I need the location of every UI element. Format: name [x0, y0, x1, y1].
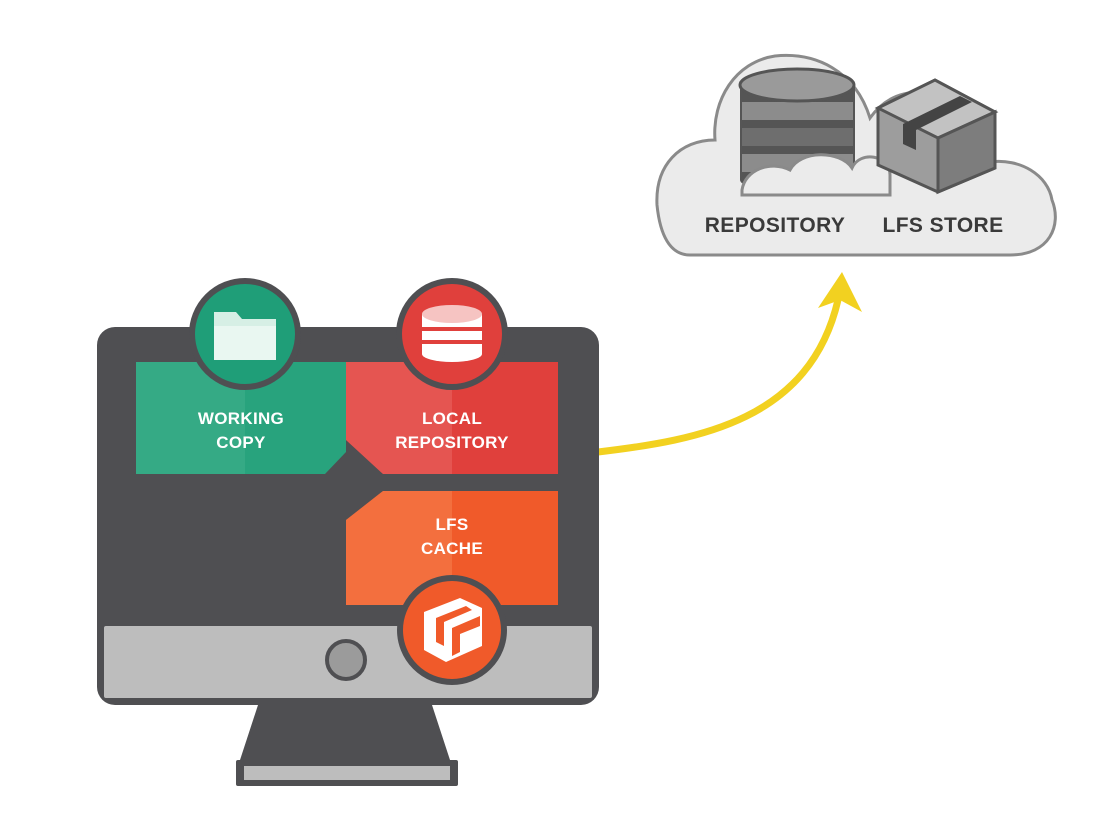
arrow-head [818, 272, 862, 312]
cloud: REPOSITORY LFS STORE [655, 53, 1057, 257]
monitor-stand-neck [240, 705, 450, 760]
cloud-lfs-store-label: LFS STORE [882, 214, 1003, 237]
local-repository-panel: LOCAL REPOSITORY [346, 362, 558, 474]
working-copy-panel: WORKING COPY [136, 362, 346, 474]
local-repository-label-line1: LOCAL [422, 409, 482, 428]
working-copy-label-line1: WORKING [198, 409, 284, 428]
arrow-line [594, 296, 842, 456]
database-icon [422, 305, 482, 362]
local-repository-label-line2: REPOSITORY [395, 433, 509, 452]
working-copy-label-line2: COPY [216, 433, 266, 452]
lfs-cache-badge [397, 575, 507, 685]
working-copy-badge [189, 278, 301, 390]
folder-icon [214, 312, 276, 360]
cloud-repository-label: REPOSITORY [705, 214, 846, 237]
lfs-cache-panel: LFS CACHE [346, 491, 558, 605]
computer-monitor: WORKING COPY LOCAL REPOSITORY LFS CACHE [97, 278, 599, 786]
lfs-box-icon [424, 598, 482, 662]
upload-arrow [594, 272, 862, 456]
monitor-power-button [325, 639, 367, 681]
local-repository-badge [396, 278, 508, 390]
cloud-box-icon [874, 78, 999, 195]
lfs-cache-label-line1: LFS [435, 515, 468, 534]
lfs-cache-label-line2: CACHE [421, 539, 483, 558]
